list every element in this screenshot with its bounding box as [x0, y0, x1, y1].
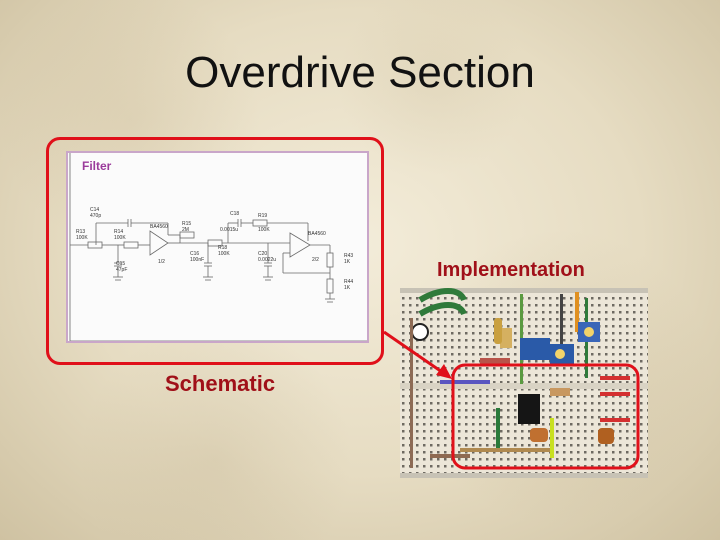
label-r18: R18 — [218, 245, 227, 251]
label-r19: R19 — [258, 213, 267, 219]
label-u1: BA4560 — [150, 224, 168, 230]
label-u2-part: 2/2 — [312, 257, 319, 263]
label-c20: C20 — [258, 251, 267, 257]
label-c20-val: 0.0022u — [258, 257, 276, 263]
schematic-image: Filter — [66, 151, 369, 343]
label-r44: R44 — [344, 279, 353, 285]
label-r44-val: 1K — [344, 285, 351, 291]
label-r19-val: 100K — [258, 227, 270, 233]
label-r14-val: 100K — [114, 235, 126, 241]
schematic-heading: Filter — [82, 159, 112, 173]
label-r13: R13 — [76, 229, 85, 235]
label-c16: C16 — [190, 251, 199, 257]
label-r43: R43 — [344, 253, 353, 259]
label-r18-val: 100K — [218, 251, 230, 257]
label-r15-val: 2M — [182, 227, 189, 233]
label-c16-val: 100nF — [190, 257, 204, 263]
label-r15: R15 — [182, 221, 191, 227]
label-c14: C14 — [90, 207, 99, 213]
label-c18: C18 — [230, 211, 239, 217]
schematic-highlight-box — [46, 137, 384, 365]
label-r13-val: 100K — [76, 235, 88, 241]
label-r14: R14 — [114, 229, 123, 235]
implementation-label: Implementation — [437, 259, 585, 281]
label-c15-val: 47pF — [116, 267, 127, 273]
schematic-label: Schematic — [165, 371, 276, 396]
label-r43-val: 1K — [344, 259, 351, 265]
label-c15: C15 — [116, 261, 125, 267]
label-c18-val: 0.0015u — [220, 227, 238, 233]
label-u1-part: 1/2 — [158, 259, 165, 265]
slide-title: Overdrive Section — [185, 48, 535, 97]
breadboard-photo — [400, 288, 648, 478]
label-c14-val: 470p — [90, 213, 101, 219]
label-u2: BA4560 — [308, 231, 326, 237]
schematic-drawing: C14 470p R13 100K R14 100K C15 47pF BA45… — [69, 153, 367, 341]
